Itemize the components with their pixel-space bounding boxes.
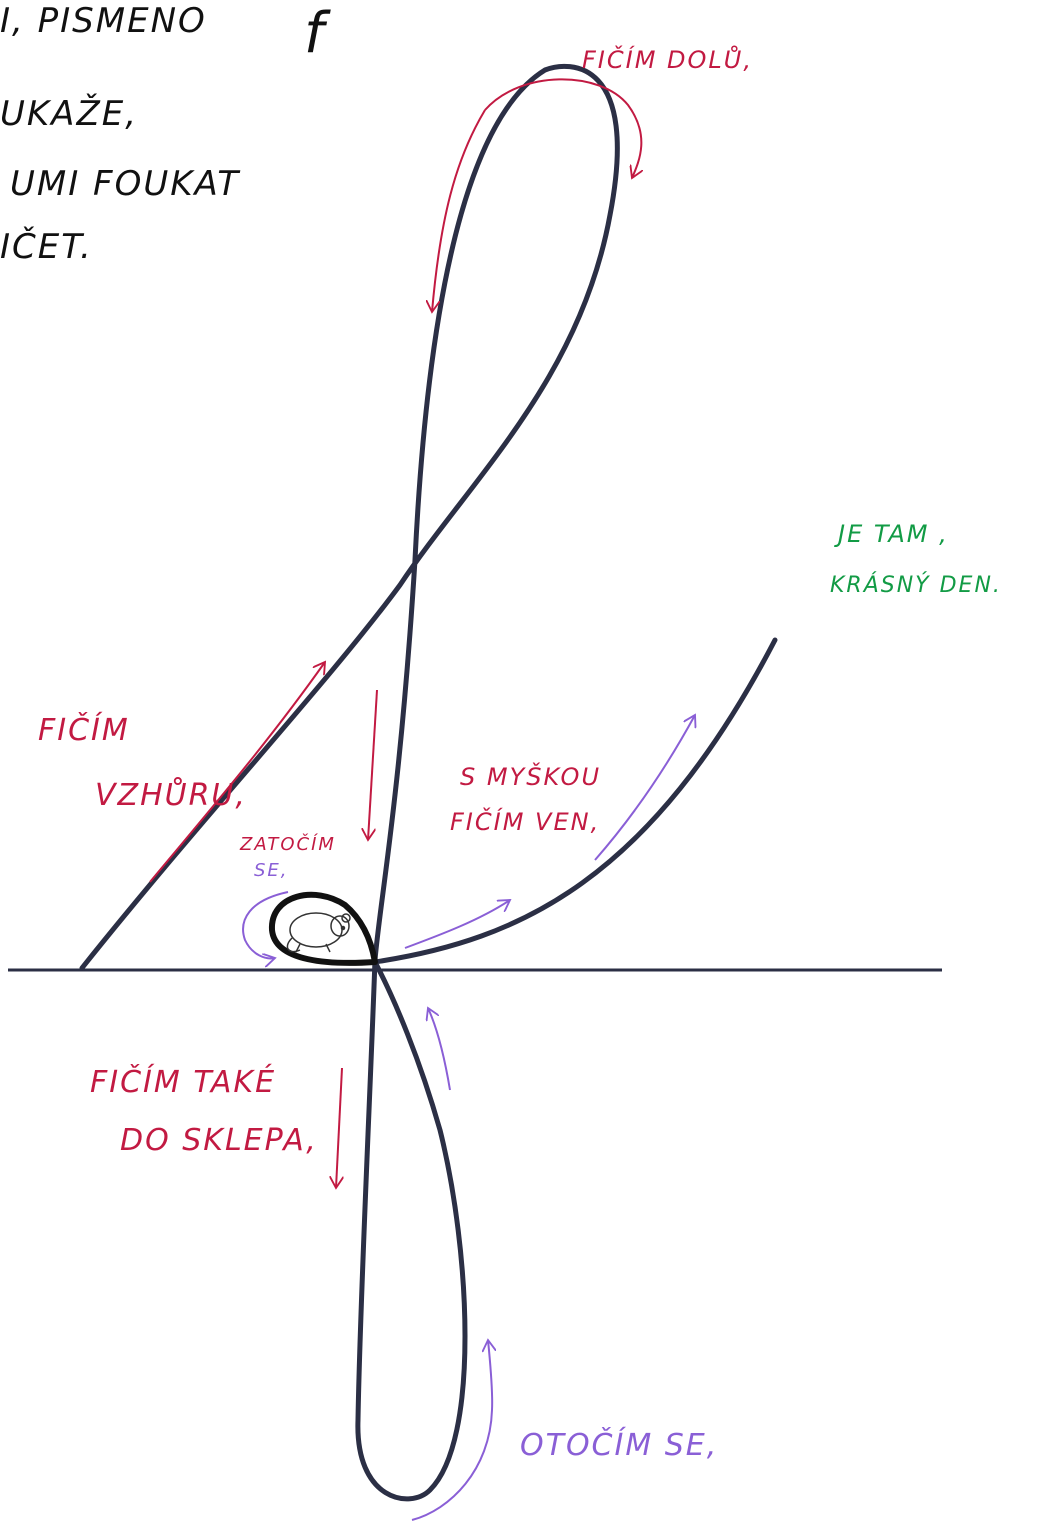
- arrow-s-myskou-low: [404, 900, 510, 949]
- arrow-ficim-dolu-left: [432, 109, 486, 312]
- exit-curve: [372, 637, 778, 965]
- label-ficim-dolu: FIČÍM DOLŮ,: [582, 44, 753, 74]
- arrow-ficim-dolu: [484, 78, 641, 178]
- label-s-myskou-2: FIČÍM VEN,: [450, 806, 600, 836]
- arrow-ficim-take: [336, 1067, 342, 1188]
- title-line-3: UMI FOUKAT: [10, 164, 240, 204]
- title-line-1: I, PISMENO: [0, 1, 207, 41]
- label-ficim-take-1: FIČÍM TAKÉ: [90, 1063, 276, 1100]
- label-zatocim-1: ZATOČÍM: [239, 833, 336, 855]
- arrow-s-myskou-high: [594, 715, 695, 861]
- title-line-2: UKAŽE,: [0, 93, 138, 134]
- arrow-otocim: [411, 1340, 492, 1521]
- arrow-ficim-vzhuru: [149, 662, 325, 883]
- label-otocim: OTOČÍM SE,: [520, 1426, 718, 1463]
- label-ficim-take-2: DO SKLEPA,: [120, 1123, 318, 1158]
- letter-f-stroke: [79, 63, 620, 1502]
- arrow-up-lower: [428, 1008, 451, 1091]
- label-ficim-vzhuru-2: VZHŮRU,: [95, 776, 247, 813]
- mouse-loop: [268, 891, 378, 966]
- title-line-4: IČET.: [0, 226, 93, 267]
- arrow-down-center: [368, 689, 378, 840]
- label-je-tam-2: KRÁSNÝ DEN.: [830, 572, 1002, 598]
- letter-symbol: f: [304, 1, 331, 66]
- mouse-icon: [286, 912, 351, 953]
- label-je-tam-1: JE TAM ,: [834, 520, 949, 548]
- label-s-myskou-1: S MYŠKOU: [460, 761, 601, 791]
- label-ficim-vzhuru-1: FIČÍM: [38, 711, 130, 748]
- label-zatocim-2: SE,: [254, 860, 289, 881]
- arrow-zatocim: [242, 891, 289, 958]
